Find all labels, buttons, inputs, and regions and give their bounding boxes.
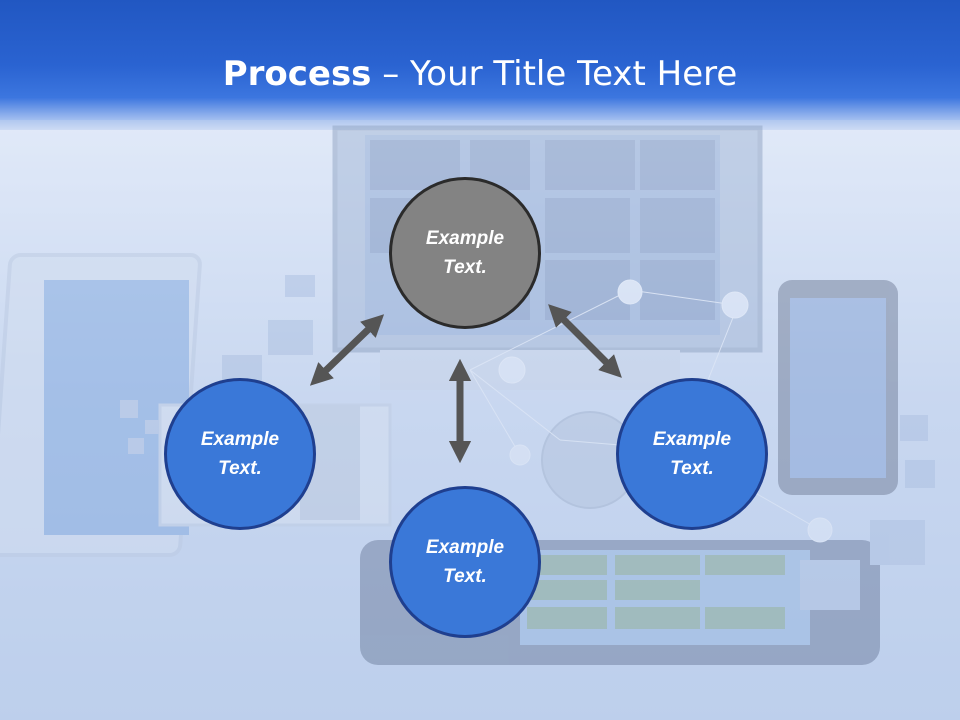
- diagram-circle-bottom: Example Text.: [389, 486, 541, 638]
- title-rest: – Your Title Text Here: [371, 54, 738, 94]
- circle-right-line2: Text.: [670, 458, 714, 479]
- title-bar: [0, 0, 960, 130]
- circle-bottom-line2: Text.: [443, 566, 487, 587]
- circle-top-line2: Text.: [443, 257, 487, 278]
- diagram-circle-left: Example Text.: [164, 378, 316, 530]
- circle-top-line1: Example: [425, 228, 505, 249]
- circle-right-line1: Example: [652, 429, 732, 450]
- circle-bottom-line1: Example: [425, 537, 505, 558]
- circle-left-line2: Text.: [218, 458, 262, 479]
- circle-left-line1: Example: [200, 429, 280, 450]
- title-bold: Process: [222, 54, 372, 94]
- diagram-circle-right: Example Text.: [616, 378, 768, 530]
- diagram-circle-top: Example Text.: [389, 177, 541, 329]
- slide-title: Process – Your Title Text Here: [0, 52, 960, 96]
